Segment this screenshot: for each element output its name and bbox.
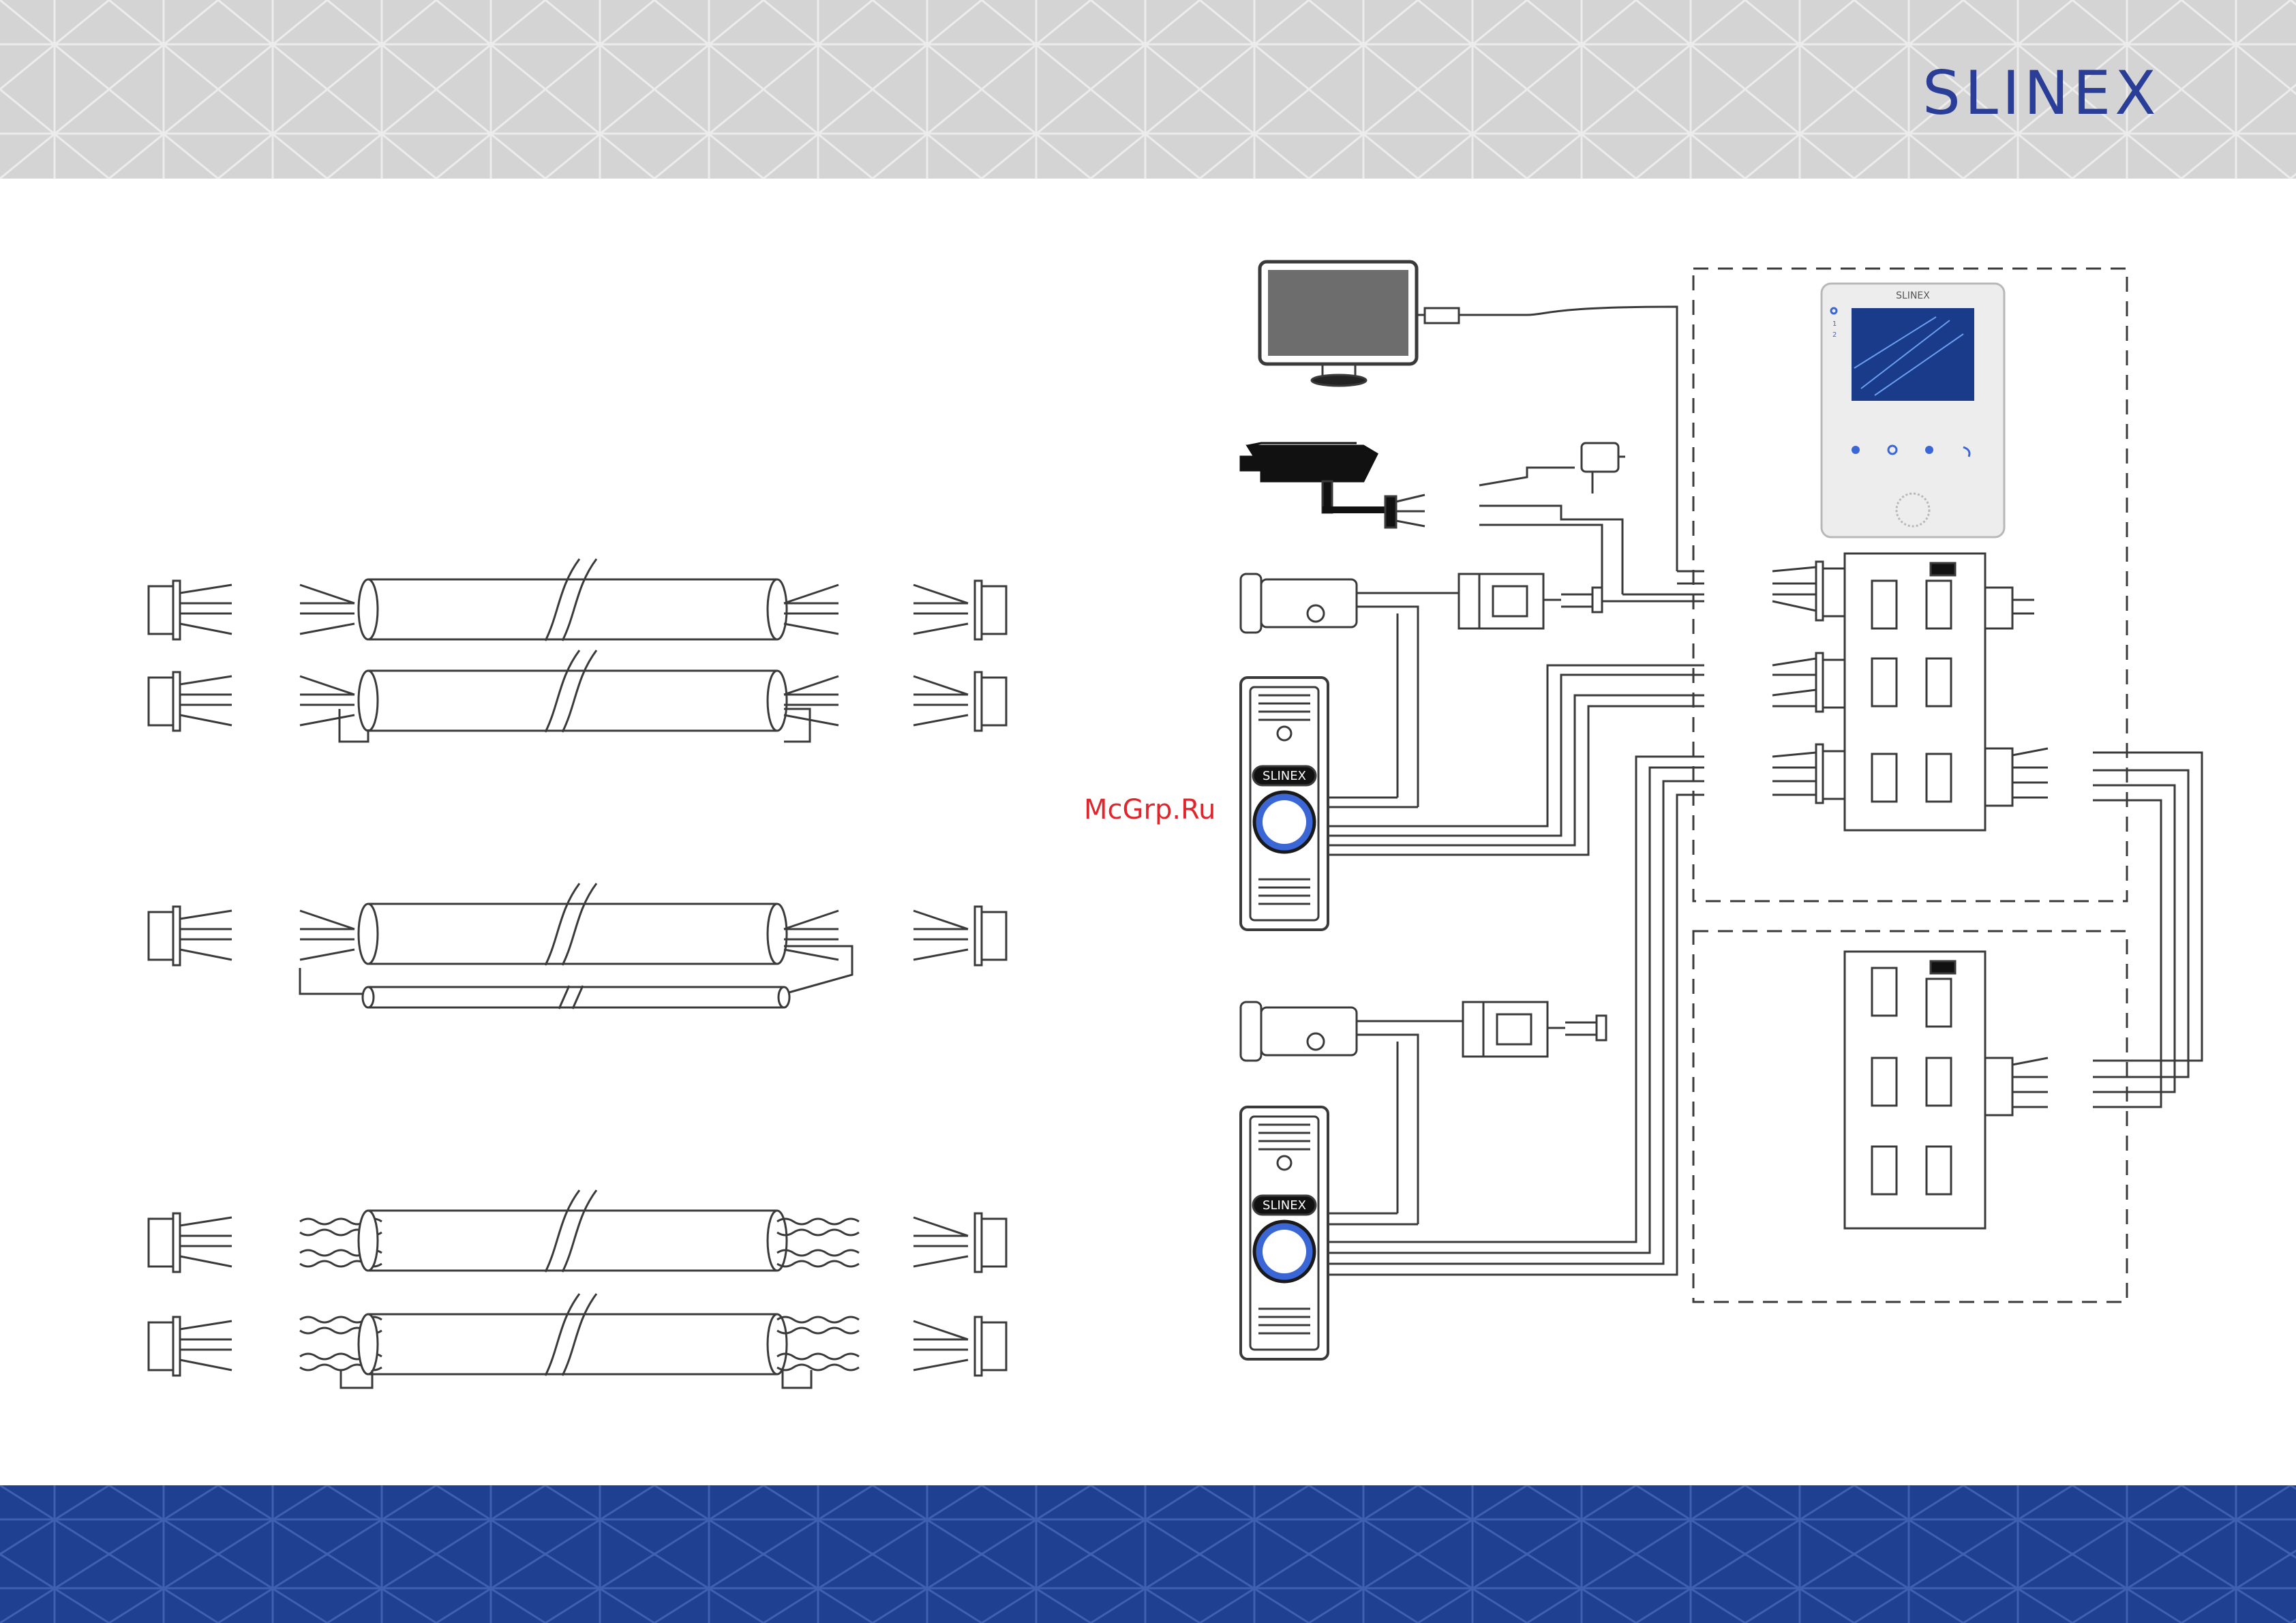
tv-display [1260,262,1677,571]
riser-bus [2093,753,2202,1107]
door-panel-2 [1241,1107,1328,1359]
cable-unshielded [149,559,1006,641]
monitor-side-mark-2: 2 [1832,331,1837,339]
indoor-monitor [1822,284,2004,537]
cable-with-extra-wire [149,883,1006,1009]
monitor-brand-label: SLINEX [1896,290,1930,301]
lock-power-supply-1 [1459,574,1602,628]
power-adapter [1582,443,1625,494]
panel-1-wiring [1328,665,1704,855]
cable-shielded [149,650,1006,742]
door-panel-1-brand-label: SLINEX [1263,769,1306,783]
cctv-camera [1241,443,1622,594]
distribution-module-2 [1845,952,2048,1228]
distribution-module-1 [1772,553,2048,830]
cable-shielded-twisted-pair [149,1294,1006,1388]
cable-twisted-pair [149,1190,1006,1272]
monitor-side-mark-1: 1 [1832,320,1837,328]
watermark-text: McGrp.Ru [1084,794,1215,825]
lock-power-supply-2 [1463,1002,1606,1057]
door-panel-2-brand-label: SLINEX [1263,1198,1306,1213]
door-panel-1 [1241,678,1328,930]
